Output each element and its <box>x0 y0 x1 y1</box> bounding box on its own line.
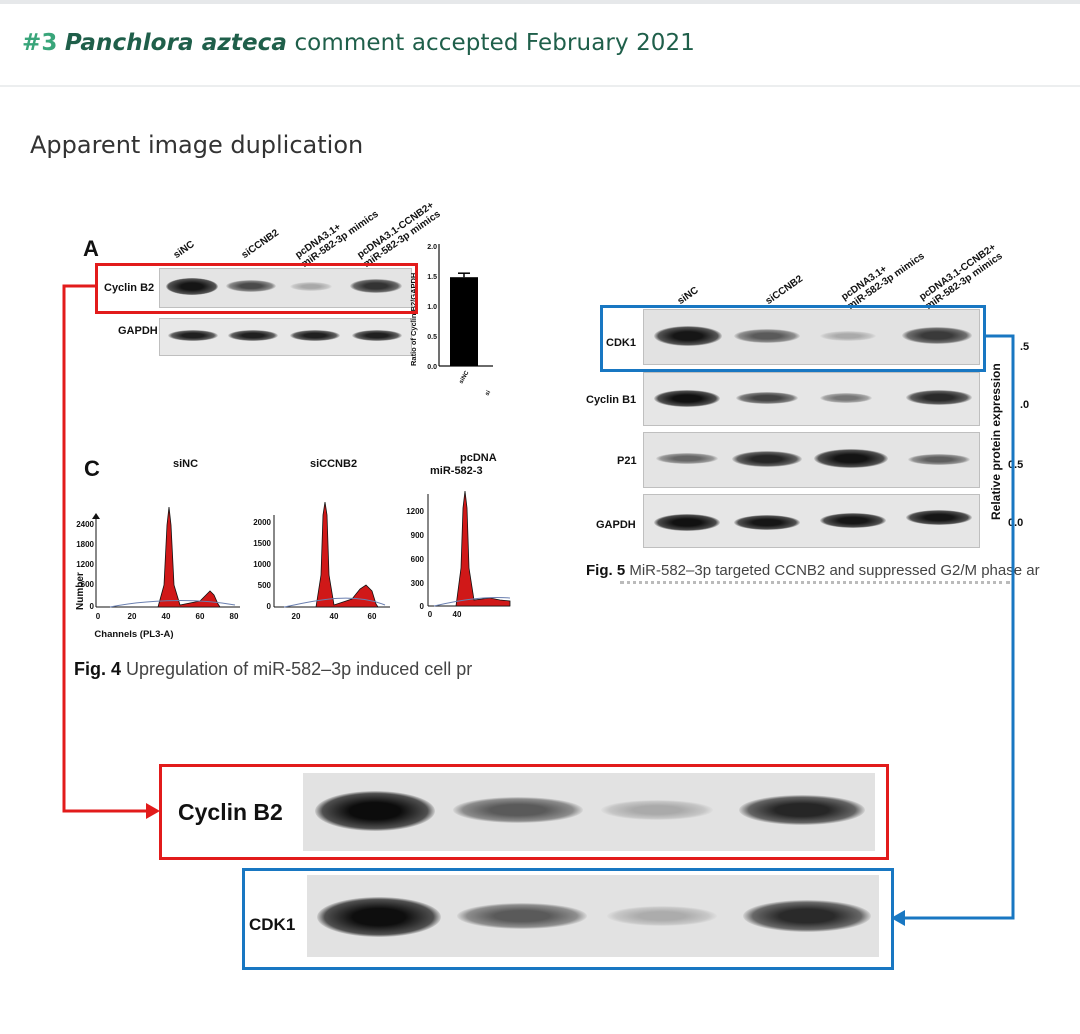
blue-connector-line <box>900 334 1015 920</box>
histogram-title: miR-582-3 <box>430 465 483 477</box>
comment-subtitle: Apparent image duplication <box>30 131 364 159</box>
ratio-xtick: si <box>485 389 493 397</box>
panel-a-label: A <box>83 236 99 261</box>
hist-xtick: 40 <box>453 610 462 619</box>
hist-xtick: 40 <box>162 612 171 621</box>
fig4-caption: Fig. 4 Upregulation of miR-582–3p induce… <box>74 659 473 679</box>
hist-ytick: 500 <box>258 581 272 590</box>
blue-arrow-head <box>891 910 905 926</box>
hist-ytick: 0 <box>90 602 95 611</box>
histogram-title: pcDNA <box>460 452 497 464</box>
zoom-blot-cyclin-b2 <box>303 773 875 851</box>
top-border <box>0 0 1080 4</box>
ratio-bar <box>450 277 478 366</box>
hist-xtick: 60 <box>196 612 205 621</box>
blot-row-label: Cyclin B1 <box>586 394 637 406</box>
hist-xtick: 60 <box>368 612 377 621</box>
hist-ytick: 900 <box>411 531 425 540</box>
hist-ytick: 1200 <box>406 507 424 516</box>
hist-ytick: 1200 <box>76 560 94 569</box>
hist-xtick: 0 <box>96 612 101 621</box>
zoom-blot-cdk1 <box>307 875 879 957</box>
blot-row-label: GAPDH <box>596 519 636 531</box>
ratio-tick: 0.5 <box>427 334 437 341</box>
panel-c-label: C <box>84 456 100 481</box>
fig5-caption: Fig. 5 MiR-582–3p targeted CCNB2 and sup… <box>586 562 1040 579</box>
fig5-ylabel: Relative protein expression <box>989 363 1003 520</box>
hist-xtick: 20 <box>292 612 301 621</box>
comment-number: #3 <box>22 30 58 56</box>
highlight-box-cdk1 <box>600 305 986 372</box>
highlight-box-cyclin-b2 <box>95 263 418 314</box>
hist-ytick: 600 <box>81 580 95 589</box>
histogram-pcdna-crop: 1200 900 600 300 0 0 40 <box>390 488 511 619</box>
header-divider <box>0 85 1080 87</box>
fig5-ytick: .0 <box>1020 399 1029 411</box>
commenter-name[interactable]: Panchlora azteca <box>64 30 288 56</box>
histogram-xlabel: Channels (PL3-A) <box>94 629 173 640</box>
hist-ytick: 600 <box>411 555 425 564</box>
hist-ytick: 2000 <box>253 518 271 527</box>
ratio-tick: 0.0 <box>427 364 437 371</box>
histogram-sinc: Number 2400 1800 1200 600 0 0 20 40 60 8… <box>75 506 240 640</box>
p21-blot <box>643 432 980 488</box>
hist-xtick: 20 <box>128 612 137 621</box>
blot-row-label: CDK1 <box>606 337 636 349</box>
red-arrow-head <box>146 803 160 819</box>
hist-ytick: 300 <box>411 579 425 588</box>
zoom-box-cdk1 <box>242 868 894 970</box>
blot-row-label: GAPDH <box>118 325 158 337</box>
blot-row-label: P21 <box>617 455 637 467</box>
histogram-siccnb2: 2000 1500 1000 500 0 20 40 60 <box>253 501 390 621</box>
histogram-ylabel: Number <box>75 572 86 610</box>
comment-status-text: comment accepted February 2021 <box>294 30 695 56</box>
gapdh-blot-fig5 <box>643 494 980 548</box>
ratio-tick: 1.0 <box>427 304 437 311</box>
cyclin-b1-blot <box>643 372 980 426</box>
ratio-axis-label: Ratio of Cyclin B2/GAPDH <box>409 273 418 366</box>
hist-xtick: 40 <box>330 612 339 621</box>
fig5-ytick: .5 <box>1020 341 1029 353</box>
hist-ytick: 1800 <box>76 540 94 549</box>
hist-ytick: 0 <box>267 602 272 611</box>
gapdh-blot-fig4 <box>159 318 412 356</box>
zoom-label-cyclin-b2: Cyclin B2 <box>178 799 283 825</box>
cyclin-b2-blot <box>159 268 412 308</box>
zoom-box-cyclin-b2 <box>159 764 889 860</box>
histogram-title: siCCNB2 <box>310 458 358 470</box>
ratio-tick: 2.0 <box>427 244 437 251</box>
histogram-pcdna: 1200 900 600 300 0 0 40 <box>406 490 511 619</box>
hist-ytick: 1000 <box>253 560 271 569</box>
hist-xtick: 80 <box>230 612 239 621</box>
zoom-label-cdk1: CDK1 <box>249 915 296 934</box>
hist-xtick: 0 <box>428 610 433 619</box>
hist-ytick: 1500 <box>253 539 271 548</box>
hist-ytick: 0 <box>420 602 425 611</box>
red-connector-line <box>62 284 152 813</box>
hist-ytick: 2400 <box>76 520 94 529</box>
cdk1-blot <box>643 309 980 365</box>
blot-row-label: Cyclin B2 <box>104 282 155 294</box>
ratio-bar-chart: Ratio of Cyclin B2/GAPDH 2.0 1.5 1.0 0.5… <box>409 244 493 397</box>
histogram-title: siNC <box>173 458 199 470</box>
ratio-tick: 1.5 <box>427 274 437 281</box>
comment-header: #3 Panchlora azteca comment accepted Feb… <box>22 30 695 56</box>
fig5-caption-cropped-line <box>620 581 1010 587</box>
